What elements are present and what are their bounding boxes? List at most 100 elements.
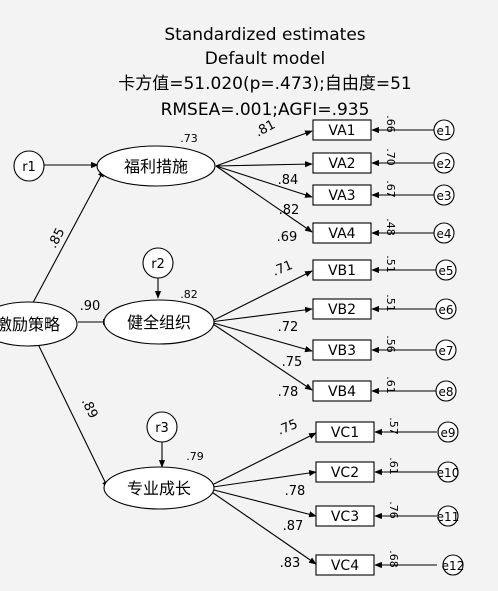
error-e6 <box>435 298 457 320</box>
residual-r2-label: r2 <box>151 257 165 272</box>
error-e10-label: e10 <box>437 466 460 480</box>
path-f2-vb3 <box>209 321 313 353</box>
error-e12-label: e12 <box>442 559 465 573</box>
indicator-vb4 <box>312 380 372 402</box>
r2-vb1: .51 <box>384 255 397 273</box>
error-e5 <box>435 259 457 281</box>
error-e2-label: e2 <box>436 157 451 171</box>
residual-r3-label: r3 <box>155 421 169 436</box>
error-e9-label: e9 <box>440 426 455 440</box>
indicator-vb2 <box>312 298 372 320</box>
r2-va1: .66 <box>384 115 397 133</box>
indicator-vb1-label: VB1 <box>328 263 356 279</box>
path-f3-vc1 <box>205 432 317 489</box>
indicator-va2 <box>312 152 372 174</box>
error-e4-label: e4 <box>436 227 451 241</box>
indicator-vc4-label: VC4 <box>331 558 359 574</box>
path-f3-vc2 <box>205 469 317 489</box>
error-e9 <box>437 421 459 443</box>
error-e8 <box>435 380 457 402</box>
error-e5-label: e5 <box>438 264 453 278</box>
coef-root-f1: .85 <box>45 226 68 251</box>
latent-f2-label: 健全组织 <box>127 313 191 332</box>
error-e1-label: e1 <box>436 124 451 138</box>
path-f2-vb4 <box>209 321 313 391</box>
indicator-vb4-label: VB4 <box>328 384 356 400</box>
r2-vc2: .61 <box>387 457 400 475</box>
path-f2-vb2 <box>209 306 313 323</box>
path-f3-vc3 <box>205 487 317 518</box>
indicator-vc1 <box>315 421 375 443</box>
error-e11 <box>437 505 459 527</box>
r2-vc4: .68 <box>387 550 400 568</box>
indicator-va1 <box>312 119 372 141</box>
title-line-2: Default model <box>205 49 325 69</box>
r2-f1: .73 <box>180 132 198 145</box>
title-line-1: Standardized estimates <box>164 25 365 45</box>
loading-va4b: .69 <box>277 230 298 245</box>
indicator-va4-label: VA4 <box>328 226 355 242</box>
latent-f1-label: 福利措施 <box>124 157 188 176</box>
error-e3 <box>433 184 455 206</box>
error-e7 <box>435 339 457 361</box>
indicator-vb3 <box>312 339 372 361</box>
path-f1-va4 <box>215 165 313 233</box>
residual-r2 <box>142 247 174 279</box>
r2-vc3: .76 <box>387 501 400 519</box>
title-line-4: RMSEA=.001;AGFI=.935 <box>161 100 370 120</box>
coef-root-f3: .89 <box>78 396 101 421</box>
error-e8-label: e8 <box>438 385 453 399</box>
indicator-vc1-label: VC1 <box>331 425 359 441</box>
r2-vc1: .57 <box>387 417 400 435</box>
error-e7-label: e7 <box>438 344 453 358</box>
path-f1-va1 <box>215 130 313 167</box>
indicator-vb2-label: VB2 <box>328 302 356 318</box>
r2-vb2: .51 <box>384 294 397 312</box>
r2-va3: .67 <box>384 180 397 198</box>
coef-root-f2: .90 <box>80 299 101 314</box>
indicator-va3 <box>312 184 372 206</box>
error-e4 <box>433 222 455 244</box>
latent-f2 <box>103 299 215 345</box>
indicator-vb1 <box>312 259 372 281</box>
latent-root-label: 激励策略 <box>0 315 60 334</box>
indicator-va1-label: VA1 <box>328 123 355 139</box>
path-root-f3 <box>35 339 109 489</box>
latent-f3 <box>103 466 215 510</box>
error-e6-label: e6 <box>438 303 453 317</box>
loading-va1: .81 <box>253 117 278 140</box>
indicator-vc2-label: VC2 <box>331 465 359 481</box>
path-f2-vb1 <box>209 270 313 323</box>
loading-vb4b: .78 <box>278 385 299 400</box>
path-f1-va2 <box>215 161 313 168</box>
r2-f3: .79 <box>186 450 204 463</box>
latent-root <box>0 301 78 347</box>
indicator-vb3-label: VB3 <box>328 343 356 359</box>
error-e10 <box>437 461 459 483</box>
path-f3-vc4 <box>205 487 317 565</box>
loading-vb1: .71 <box>270 258 295 280</box>
loading-vb3: .72 <box>278 320 299 335</box>
path-f1-va3 <box>215 165 313 198</box>
error-e12 <box>442 554 464 576</box>
error-e3-label: e3 <box>436 189 451 203</box>
path-root-f1 <box>27 169 105 313</box>
r2-vb4: .61 <box>384 376 397 394</box>
loading-va4: .82 <box>279 203 300 218</box>
residual-r1-label: r1 <box>22 160 36 175</box>
indicator-va4 <box>312 222 372 244</box>
error-e2 <box>433 152 455 174</box>
indicator-vc2 <box>315 461 375 483</box>
loading-vb4: .75 <box>282 355 303 370</box>
latent-f3-label: 专业成长 <box>127 479 191 498</box>
loading-vc3: .78 <box>285 484 306 499</box>
loading-vc1: .75 <box>275 417 300 439</box>
loading-va3: .84 <box>278 173 299 188</box>
indicator-vc3-label: VC3 <box>331 509 359 525</box>
indicator-vc4 <box>315 554 375 576</box>
residual-r3 <box>146 411 178 443</box>
r2-va4: .48 <box>384 218 397 236</box>
title-line-3: 卡方值=51.020(p=.473);自由度=51 <box>118 74 411 94</box>
